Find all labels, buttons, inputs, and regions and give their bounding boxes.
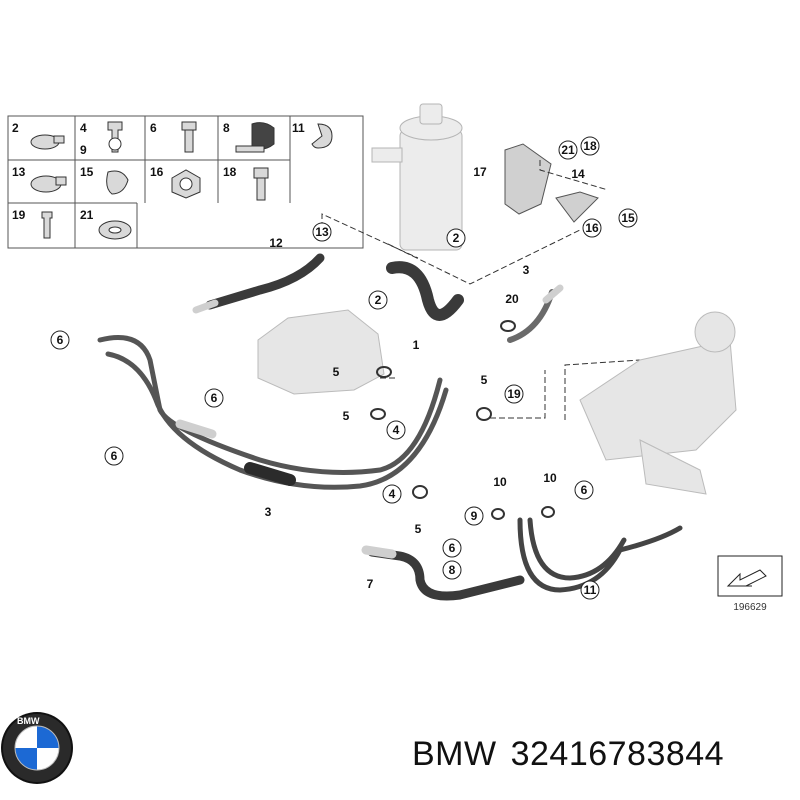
socket-screw-shank-icon	[256, 177, 266, 201]
diagram-reference: 196629	[717, 555, 783, 613]
table-label-21: 21	[80, 208, 94, 222]
table-label-11: 11	[292, 121, 305, 135]
line-11	[517, 517, 683, 593]
table-label-2: 2	[12, 121, 19, 135]
rack-boot	[639, 439, 707, 495]
clamp-13-tab-icon	[55, 176, 67, 186]
table-part-icons	[30, 121, 333, 240]
callout-6c: 6	[111, 449, 118, 463]
callout-20: 20	[505, 292, 519, 306]
callout-16: 16	[585, 221, 599, 235]
callout-10a: 10	[493, 475, 507, 489]
callout-5d: 5	[415, 522, 422, 536]
bmw-logo: BMW	[1, 712, 73, 784]
hoses	[97, 253, 683, 601]
bracket-17-body	[504, 143, 552, 215]
table-label-18: 18	[223, 165, 237, 179]
callout-5a: 5	[333, 365, 340, 379]
hose-7	[367, 547, 525, 601]
reservoir-cap	[419, 103, 443, 125]
bolt-19-icon	[41, 211, 53, 239]
callout-14: 14	[571, 167, 585, 181]
hose-12-fitting	[192, 299, 219, 314]
hose-clamp-tab-icon	[53, 135, 65, 144]
callout-11: 11	[584, 583, 597, 597]
pressure-line-3	[97, 335, 443, 475]
bolt-shank-icon	[184, 129, 194, 153]
hose-1	[386, 261, 464, 321]
banjo-bolt-icon	[107, 121, 123, 153]
reservoir-bracket	[371, 147, 403, 163]
callout-labels: 1 2 2 3 3 4 4 5 5 5 5 6 6 6 6 6 7 8 9 10…	[57, 139, 635, 597]
callout-3b: 3	[265, 505, 272, 519]
callout-19: 19	[507, 387, 521, 401]
reservoir	[371, 103, 463, 251]
table-label-15: 15	[80, 165, 94, 179]
callout-6d: 6	[449, 541, 456, 555]
callout-21: 21	[561, 143, 575, 157]
callout-5b: 5	[343, 409, 350, 423]
callout-6a: 6	[57, 333, 64, 347]
callout-10b: 10	[543, 471, 557, 485]
callout-2b: 2	[375, 293, 382, 307]
bracket-plate-icon	[235, 145, 265, 153]
bolt-head-icon	[181, 121, 197, 131]
callout-6b: 6	[211, 391, 218, 405]
parts-table-labels: 2 4 9 6 8 11 13 15 16 18 19 21	[12, 121, 305, 222]
callout-4a: 4	[393, 423, 400, 437]
callout-18: 18	[583, 139, 597, 153]
diagram-number: 196629	[733, 602, 767, 613]
bracket-14-clip	[555, 191, 599, 223]
callout-9: 9	[471, 509, 478, 523]
part-number: 32416783844	[510, 735, 725, 773]
callout-3a: 3	[523, 263, 530, 277]
callout-7: 7	[367, 577, 374, 591]
callout-5c: 5	[481, 373, 488, 387]
callout-17: 17	[473, 165, 487, 179]
line-3-sleeve	[244, 462, 296, 486]
logo-letters: BMW	[17, 716, 40, 726]
rubber-mount-icon	[251, 122, 275, 150]
parts-table	[7, 115, 364, 249]
callout-15: 15	[621, 211, 635, 225]
table-label-6: 6	[150, 121, 157, 135]
callout-13: 13	[315, 225, 329, 239]
table-label-4: 4	[80, 121, 87, 135]
steering-rack	[257, 309, 737, 495]
callout-2a: 2	[453, 231, 460, 245]
callout-8: 8	[449, 563, 456, 577]
clip-15-icon	[106, 170, 129, 195]
pump-unit	[257, 309, 385, 395]
table-label-13: 13	[12, 165, 26, 179]
brand-name: BMW	[412, 735, 497, 773]
callout-1: 1	[413, 338, 420, 352]
clip-icon	[311, 123, 333, 149]
table-label-8: 8	[223, 121, 230, 135]
pinion-valve	[694, 311, 736, 353]
table-label-16: 16	[150, 165, 164, 179]
socket-screw-head-icon	[253, 167, 269, 179]
hose-12	[205, 253, 325, 310]
o-rings	[370, 320, 555, 520]
footer-caption: BMW 32416783844	[412, 735, 738, 774]
table-label-9: 9	[80, 143, 87, 157]
table-label-19: 19	[12, 208, 26, 222]
arrow-icon	[726, 569, 767, 587]
callout-6e: 6	[581, 483, 588, 497]
callout-4b: 4	[389, 487, 396, 501]
callout-12: 12	[269, 236, 283, 250]
rack-housing	[579, 339, 737, 461]
callouts	[50, 136, 638, 600]
